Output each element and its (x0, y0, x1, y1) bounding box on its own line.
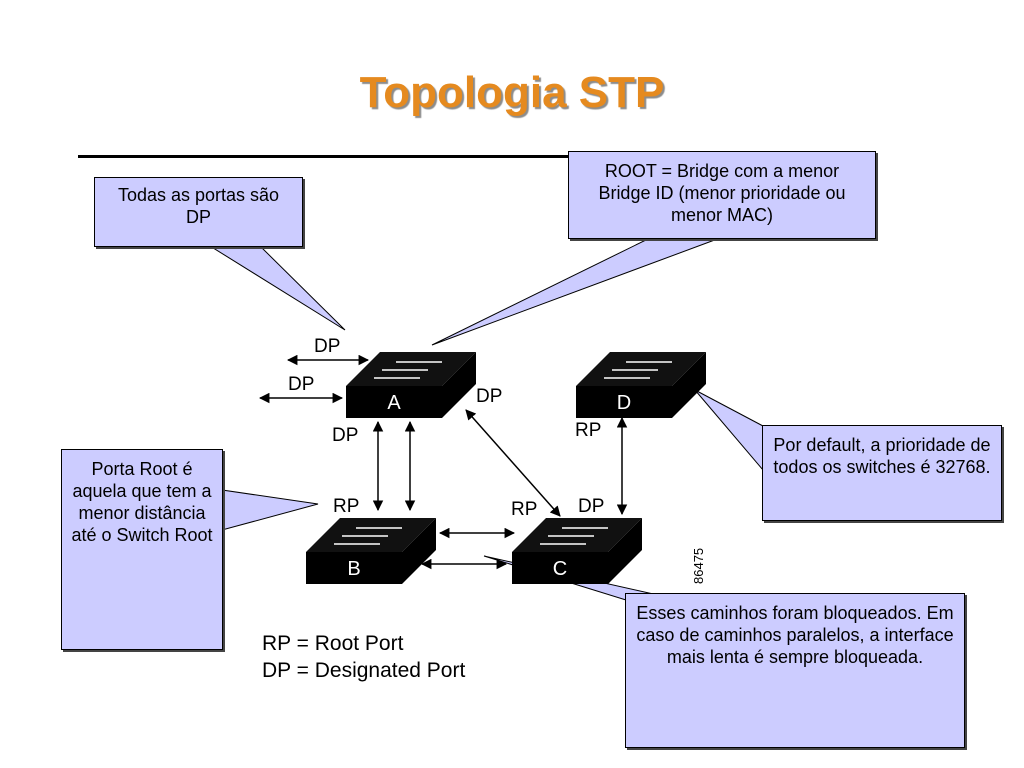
switch-c-label: C (553, 558, 567, 580)
port-label-a-left-bottom: DP (288, 374, 314, 395)
legend-rp: RP = Root Port (262, 632, 404, 655)
callout-default-priority: Por default, a prioridade de todos os sw… (762, 425, 1002, 521)
callout-default-priority-text: Por default, a prioridade de todos os sw… (773, 435, 991, 477)
legend-dp: DP = Designated Port (262, 659, 466, 682)
callout-all-dp-text: Todas as portas são DP (117, 185, 280, 227)
link-a-c (465, 409, 561, 517)
port-label-c-top-right: DP (578, 496, 604, 517)
switch-d: D (576, 352, 706, 418)
port-label-d-bottom: RP (575, 420, 601, 441)
port-label-a-left-top: DP (314, 336, 340, 357)
switch-b-label: B (347, 558, 360, 580)
port-label-b-top: RP (333, 496, 359, 517)
callout-root-port-text: Porta Root é aquela que tem a menor dist… (71, 459, 213, 545)
figure-id: 86475 (691, 548, 706, 584)
switch-d-label: D (617, 392, 631, 414)
pointer-root (431, 237, 721, 346)
switch-c: C (512, 518, 642, 584)
port-label-a-right: DP (476, 386, 502, 407)
callout-all-dp: Todas as portas são DP (94, 177, 303, 247)
port-label-a-bottom: DP (332, 425, 358, 446)
callout-blocked-text: Esses caminhos foram bloqueados. Em caso… (636, 603, 954, 667)
callout-blocked: Esses caminhos foram bloqueados. Em caso… (625, 593, 965, 748)
title-rule (78, 155, 598, 158)
slide-title: Topologia STP (359, 68, 665, 117)
pointer-all-dp (208, 245, 346, 331)
switch-a-label: A (387, 392, 401, 414)
port-label-c-top-left: RP (511, 499, 537, 520)
switch-a: A (346, 352, 476, 418)
pointer-root-port (221, 489, 319, 531)
callout-root-text: ROOT = Bridge com a menor Bridge ID (men… (598, 161, 846, 225)
legend: RP = Root Port DP = Designated Port (262, 630, 465, 684)
callout-root-port: Porta Root é aquela que tem a menor dist… (61, 449, 223, 650)
switch-b: B (306, 518, 436, 584)
pointer-default-priority (694, 389, 764, 472)
callout-root: ROOT = Bridge com a menor Bridge ID (men… (568, 151, 876, 239)
